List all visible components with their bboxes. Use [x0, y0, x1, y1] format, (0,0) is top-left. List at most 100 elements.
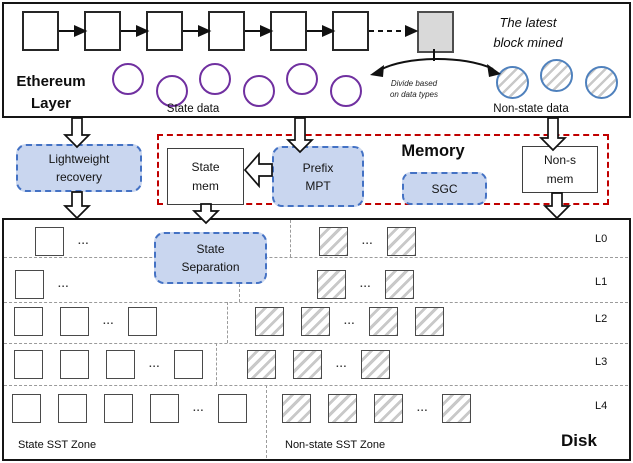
state-separation-line2: Separation — [181, 260, 240, 274]
prefix-mpt-line1: Prefix — [302, 160, 334, 175]
state-sst-file — [14, 306, 43, 336]
nonstate-sst-file — [282, 393, 311, 423]
block-chain-squares — [4, 4, 629, 116]
state-data-circle — [330, 75, 362, 107]
sgc-box: SGC — [402, 172, 487, 205]
state-sst-group: ... — [12, 392, 248, 424]
disk-level-label: L4 — [595, 400, 608, 412]
memory-title: Memory — [401, 142, 465, 160]
nonstate-sst-group: ... — [282, 392, 472, 424]
state-data-circle — [155, 75, 188, 107]
ellipsis: ... — [417, 402, 429, 414]
nonstate-sst-file — [374, 393, 403, 423]
zone-divider-l3 — [216, 343, 217, 385]
disk-level-label: L2 — [595, 313, 608, 325]
divide-note: Divide based on data types — [376, 79, 452, 101]
nonstate-sst-file — [301, 306, 330, 336]
level-divider-l1-l2 — [4, 302, 628, 303]
ellipsis: ... — [344, 315, 356, 327]
nonstate-data-circle — [496, 66, 529, 99]
nonstate-mem-line2: mem — [546, 171, 574, 186]
state-sst-file — [150, 393, 179, 423]
disk-row: ...... L0 — [4, 225, 628, 257]
ethereum-layer-title: Ethereum Layer — [4, 71, 98, 115]
prefix-mpt-box: Prefix MPT — [272, 146, 364, 207]
lightweight-recovery-box: Lightweight recovery — [16, 144, 142, 192]
disk-level-label: L3 — [595, 356, 608, 368]
prefix-mpt-line2: MPT — [305, 178, 331, 193]
state-data-label: State data — [166, 103, 220, 115]
nonstate-mem-line1: Non-s — [543, 152, 576, 167]
state-sst-file — [60, 349, 89, 379]
state-separation-box: State Separation — [154, 232, 267, 284]
lightweight-recovery-line1: Lightweight — [48, 152, 110, 166]
disk-row: ...... L3 — [4, 348, 628, 380]
nonstate-sst-file — [293, 349, 322, 379]
nonstate-sst-file — [361, 349, 391, 379]
state-sst-group: ... — [35, 225, 88, 257]
disk-row: ...... L2 — [4, 305, 628, 337]
nonstate-sst-file — [387, 226, 417, 256]
state-circles — [4, 4, 629, 116]
nonstate-sst-file — [247, 349, 276, 379]
ellipsis: ... — [103, 315, 115, 327]
ethereum-layer-title-line2: Layer — [30, 94, 72, 112]
ellipsis: ... — [58, 278, 70, 290]
state-data-circle — [242, 75, 275, 107]
nonstate-sst-file — [319, 226, 348, 256]
state-sst-file — [218, 393, 248, 423]
nonstate-sst-file — [328, 393, 357, 423]
ellipsis: ... — [360, 278, 372, 290]
zone-divider-l1 — [239, 284, 240, 302]
level-divider-l0-l1 — [4, 257, 628, 258]
nonstate-sst-group: ... — [319, 225, 417, 257]
state-mem-line1: State — [191, 159, 220, 174]
nonstate-circles — [4, 4, 629, 116]
level-divider-l3-l4 — [4, 385, 628, 386]
disk-row: ......L1 — [4, 268, 628, 300]
ellipsis: ... — [193, 402, 205, 414]
ethereum-layer-box: Ethereum Layer The latest block mined Di… — [2, 2, 631, 118]
nonstate-zone-label: Non-state SST Zone — [285, 439, 386, 451]
state-sst-file — [58, 393, 87, 423]
divide-note-line1: Divide based — [390, 79, 438, 88]
sgc-label: SGC — [431, 181, 458, 196]
state-mem-box: State mem — [167, 148, 244, 205]
state-sst-file — [106, 349, 135, 379]
zone-divider-l2 — [227, 302, 228, 343]
divide-note-line2: on data types — [389, 89, 439, 99]
zone-divider-l0 — [290, 220, 291, 257]
state-sst-file — [104, 393, 133, 423]
state-data-circle — [286, 63, 319, 95]
state-sst-group: ... — [15, 268, 70, 300]
nonstate-sst-group: ... — [255, 305, 445, 337]
state-zone-label: State SST Zone — [18, 439, 97, 451]
nonstate-sst-file — [442, 393, 472, 423]
arrow-eth-to-lightweight — [62, 117, 92, 149]
state-sst-group: ... — [14, 305, 158, 337]
state-sst-file — [35, 226, 64, 256]
nonstate-sst-file — [317, 269, 346, 299]
state-separation-line1: State — [196, 242, 225, 256]
state-sst-file — [60, 306, 89, 336]
state-mem-line2: mem — [192, 178, 219, 193]
state-sst-file — [174, 349, 204, 379]
latest-block-label-line1: The latest — [499, 15, 557, 30]
state-sst-file — [15, 269, 44, 299]
ellipsis: ... — [149, 358, 161, 370]
nonstate-data-circle — [585, 66, 618, 99]
ethereum-layer-title-line1: Ethereum — [16, 73, 86, 90]
disk-row: ...... L4 — [4, 392, 628, 424]
block-square — [22, 11, 59, 51]
lightweight-recovery-line2: recovery — [55, 170, 102, 184]
nonstate-data-circle — [540, 59, 573, 92]
nonstate-sst-file — [385, 269, 415, 299]
block-square — [332, 11, 369, 51]
disk-level-label: L0 — [595, 233, 608, 245]
nonstate-sst-group: ... — [317, 268, 415, 300]
arrow-lightweight-to-disk — [62, 191, 92, 220]
nonstate-sst-file — [369, 306, 399, 336]
state-data-circle — [199, 63, 232, 95]
ellipsis: ... — [336, 358, 348, 370]
